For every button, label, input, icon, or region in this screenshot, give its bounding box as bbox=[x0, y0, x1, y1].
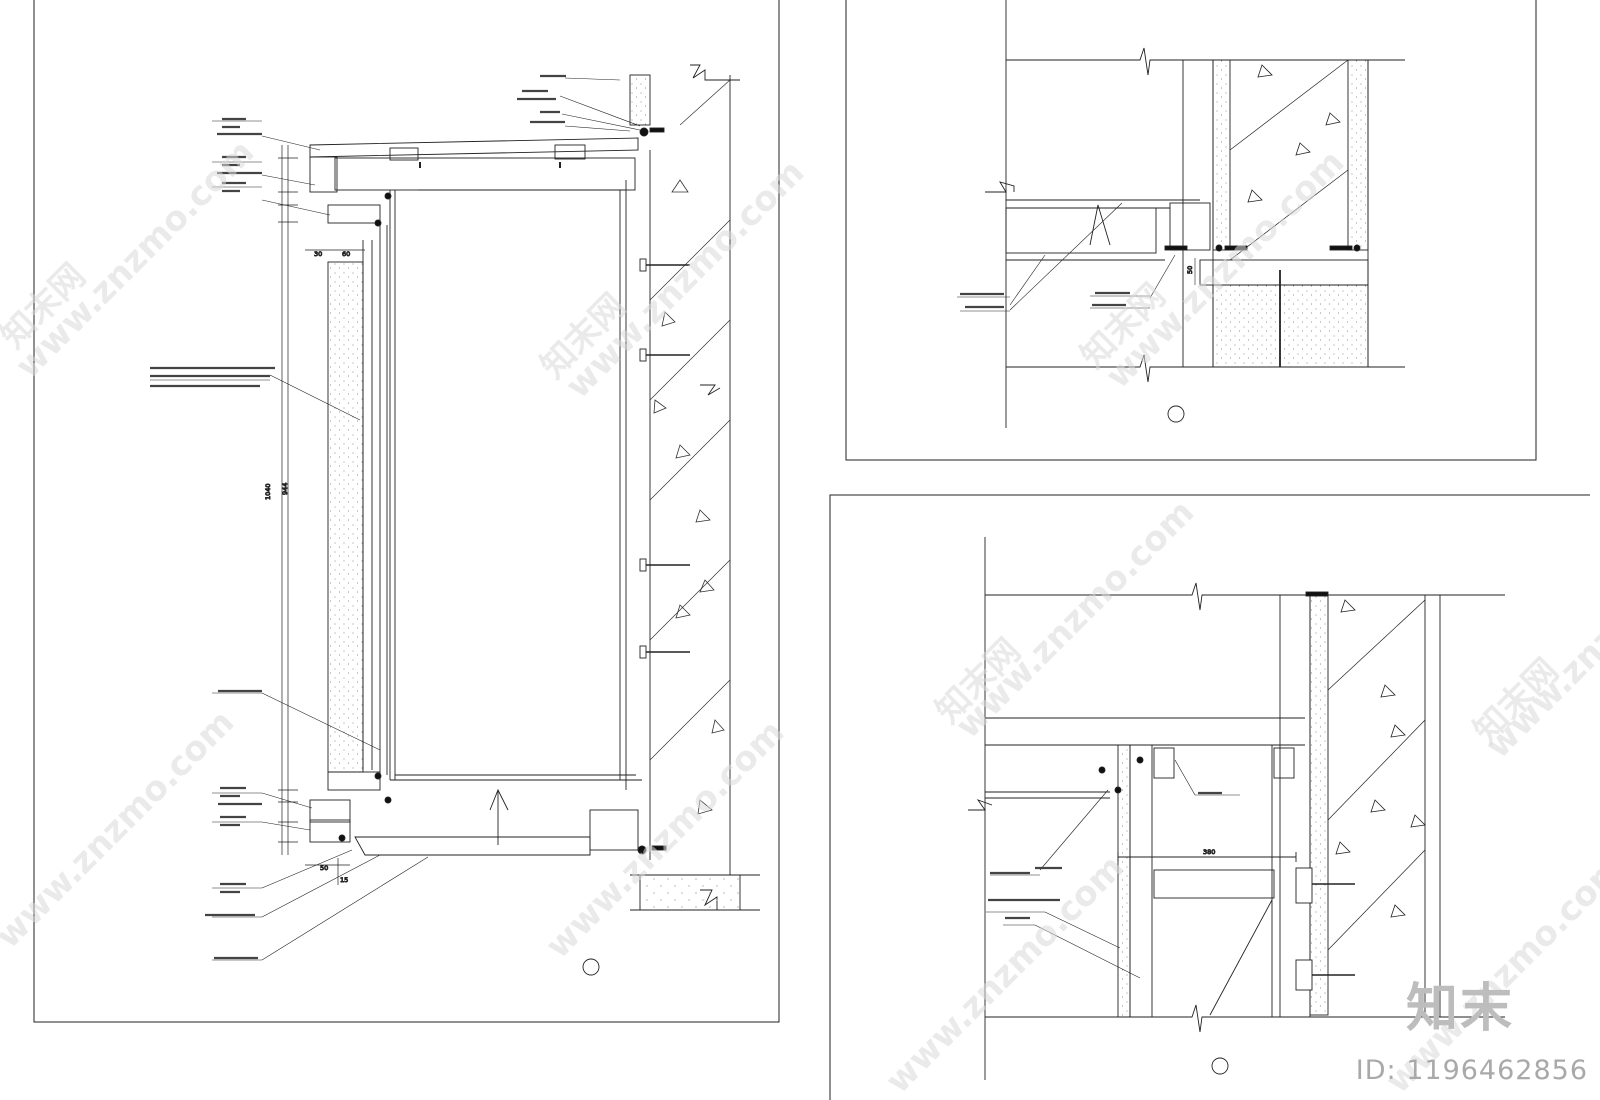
detail-marker-jamb bbox=[1211, 1057, 1229, 1075]
left-annotation-marks bbox=[150, 74, 566, 960]
left-jamb bbox=[327, 204, 388, 791]
dim-15: 15 bbox=[340, 876, 348, 884]
dim-1040: 1040 bbox=[264, 483, 272, 500]
head-detail: 50 bbox=[957, 0, 1405, 428]
top-insulation bbox=[629, 74, 651, 126]
sheet-frames bbox=[33, 0, 1590, 1100]
wall-anchors bbox=[639, 258, 690, 659]
detail-marker-head bbox=[1167, 405, 1185, 423]
dim-380: 380 bbox=[1203, 848, 1215, 856]
main-section-detail: 30 60 1040 944 50 15 bbox=[150, 64, 760, 976]
dim-60: 60 bbox=[342, 250, 350, 258]
bottom-slab bbox=[639, 874, 741, 911]
left-frame bbox=[33, 0, 780, 1023]
dim-944: 944 bbox=[281, 483, 289, 495]
detail-marker-left bbox=[582, 958, 600, 976]
dim-30: 30 bbox=[314, 250, 322, 258]
sill-panel bbox=[309, 788, 639, 856]
watermark-text: www.znzmo.com bbox=[878, 847, 1132, 1100]
sealant-joints bbox=[338, 127, 667, 855]
jamb-detail: 380 bbox=[968, 537, 1505, 1080]
head-panel bbox=[309, 137, 639, 193]
door-frame bbox=[389, 180, 642, 790]
concrete-wall bbox=[640, 64, 740, 910]
watermark-text: www.znzmo.com bbox=[948, 492, 1202, 746]
watermark-layer: www.znzmo.com 知末网 www.znzmo.com 知末网 www.… bbox=[0, 132, 1600, 1100]
left-dimension-chain bbox=[278, 145, 365, 885]
top-right-frame bbox=[845, 0, 1537, 461]
dim-50-bottom: 50 bbox=[320, 864, 328, 872]
brand-logo: 知末 bbox=[1406, 979, 1515, 1039]
dim-50-head: 50 bbox=[1186, 266, 1194, 274]
left-leader-lines bbox=[150, 77, 641, 961]
bottom-right-frame bbox=[829, 494, 1590, 1100]
image-id-label: ID: 1196462856 bbox=[1355, 1055, 1588, 1086]
watermark-text: www.znzmo.com bbox=[0, 702, 242, 956]
watermark-text: www.znzmo.com bbox=[8, 132, 262, 386]
